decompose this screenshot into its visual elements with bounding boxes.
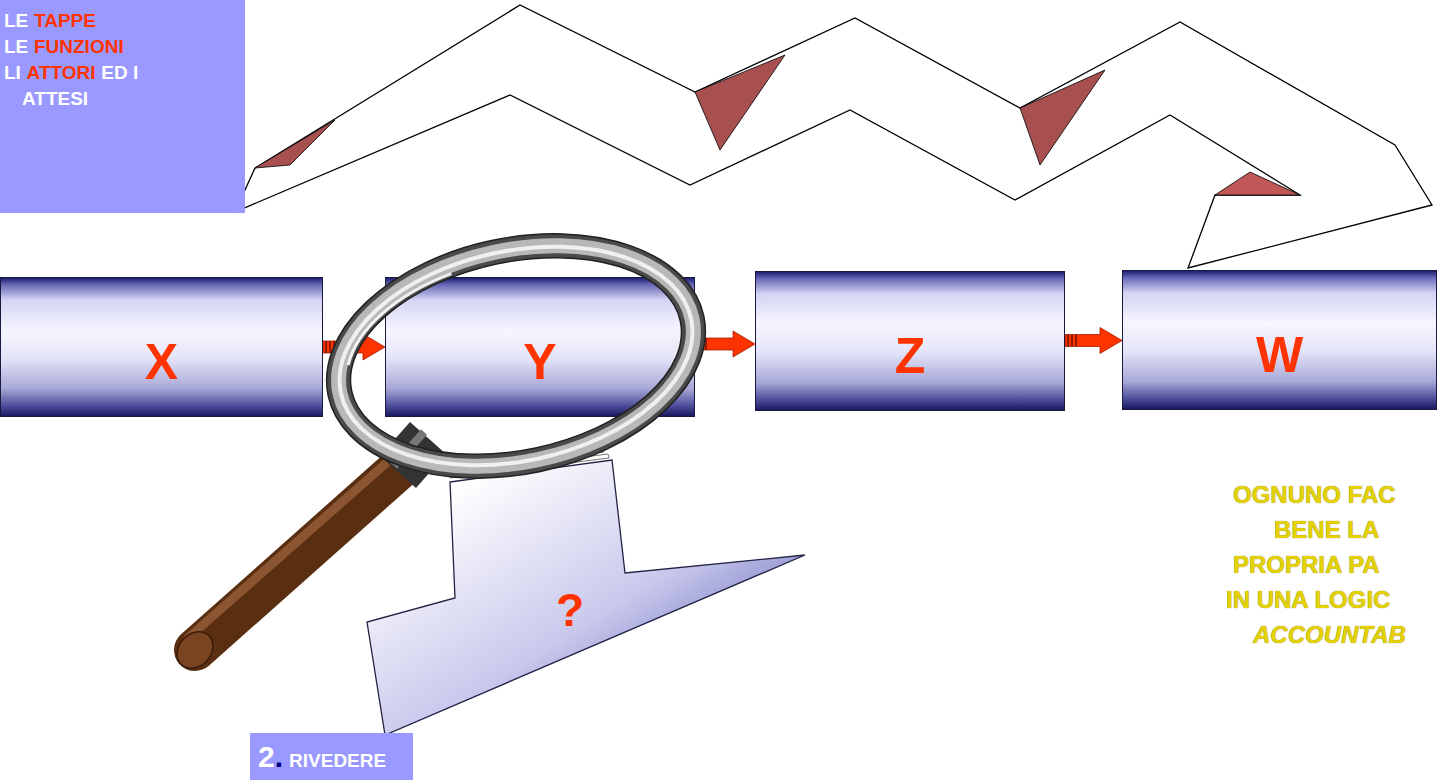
note-text: BENE LA: [1274, 516, 1379, 544]
zigzag-band: [235, 5, 1432, 268]
arrow-tail-stripe: [333, 341, 335, 353]
step-letter: Z: [895, 331, 926, 381]
step-number: 2: [258, 740, 275, 774]
flow-arrow: [323, 334, 385, 360]
text-row: ATTESI: [22, 86, 88, 112]
key-word: FUNZIONI: [34, 36, 124, 57]
flow-arrow: [695, 331, 755, 357]
arrow-tail-stripe: [705, 338, 707, 350]
magnifier-ring: [304, 201, 729, 512]
zigzag-facet: [1215, 172, 1300, 195]
intro-box: LE TAPPE LE FUNZIONI LI ATTORIED I ATTESI: [0, 0, 245, 213]
step-title: RIVEDERE: [289, 750, 386, 772]
intro-word: LE: [4, 10, 28, 31]
question-mark: ?: [556, 587, 584, 633]
magnifier-collar: [398, 438, 428, 472]
step-letter: Y: [523, 337, 556, 387]
arrow-tail-stripe: [1071, 335, 1073, 347]
text-row: LE TAPPE: [4, 8, 96, 34]
question-arrow-shape: [360, 440, 810, 740]
step-text: 2. RIVEDERE: [258, 740, 386, 774]
arrow-tail-stripe: [325, 341, 327, 353]
arrow-stripe: [449, 454, 609, 478]
magnifier-handle-shine: [188, 458, 392, 638]
note-text: PROPRIA PA: [1233, 551, 1380, 579]
process-box: X: [0, 277, 323, 417]
flow-arrow: [1065, 328, 1122, 354]
zigzag-facet: [255, 120, 335, 168]
step-letter: X: [145, 337, 178, 387]
question-arrow: ?: [360, 440, 810, 740]
zigzag-facet: [1020, 70, 1105, 165]
arrow-body: [695, 331, 755, 357]
magnifier-collar-shine: [394, 432, 424, 466]
zigzag-facet: [695, 55, 785, 150]
arrow-body: [1065, 328, 1122, 354]
intro-word: LE: [4, 36, 28, 57]
text-row: LI ATTORIED I: [4, 60, 138, 86]
process-box: Y: [385, 277, 695, 417]
key-word: ATTORI: [27, 62, 96, 83]
arrow-tail-stripe: [1067, 335, 1069, 347]
key-word: TAPPE: [34, 10, 96, 31]
arrow-tail-stripe: [697, 338, 699, 350]
step-letter: W: [1256, 330, 1303, 380]
text-row: LE FUNZIONI: [4, 34, 124, 60]
note-text: OGNUNO FAC: [1233, 481, 1396, 509]
step-dot: .: [275, 740, 283, 774]
arrow-tail-stripe: [1075, 335, 1077, 347]
arrow-body: [323, 334, 385, 360]
intro-text: LE TAPPE LE FUNZIONI LI ATTORIED I ATTESI: [4, 8, 138, 112]
process-box: Z: [755, 271, 1065, 411]
intro-word: ED I: [101, 62, 138, 83]
arrow-tail-stripe: [701, 338, 703, 350]
magnifier-handle: [195, 466, 402, 650]
process-box: W: [1122, 270, 1437, 410]
intro-word: LI: [4, 62, 21, 83]
note-text: IN UNA LOGIC: [1226, 586, 1390, 614]
arrow-tail-stripe: [329, 341, 331, 353]
magnifier-handle-end: [170, 624, 221, 675]
note-text: ACCOUNTAB: [1253, 621, 1406, 649]
arrow-outline: [367, 460, 805, 735]
step-box: 2. RIVEDERE: [250, 733, 413, 780]
intro-word: ATTESI: [22, 88, 88, 109]
